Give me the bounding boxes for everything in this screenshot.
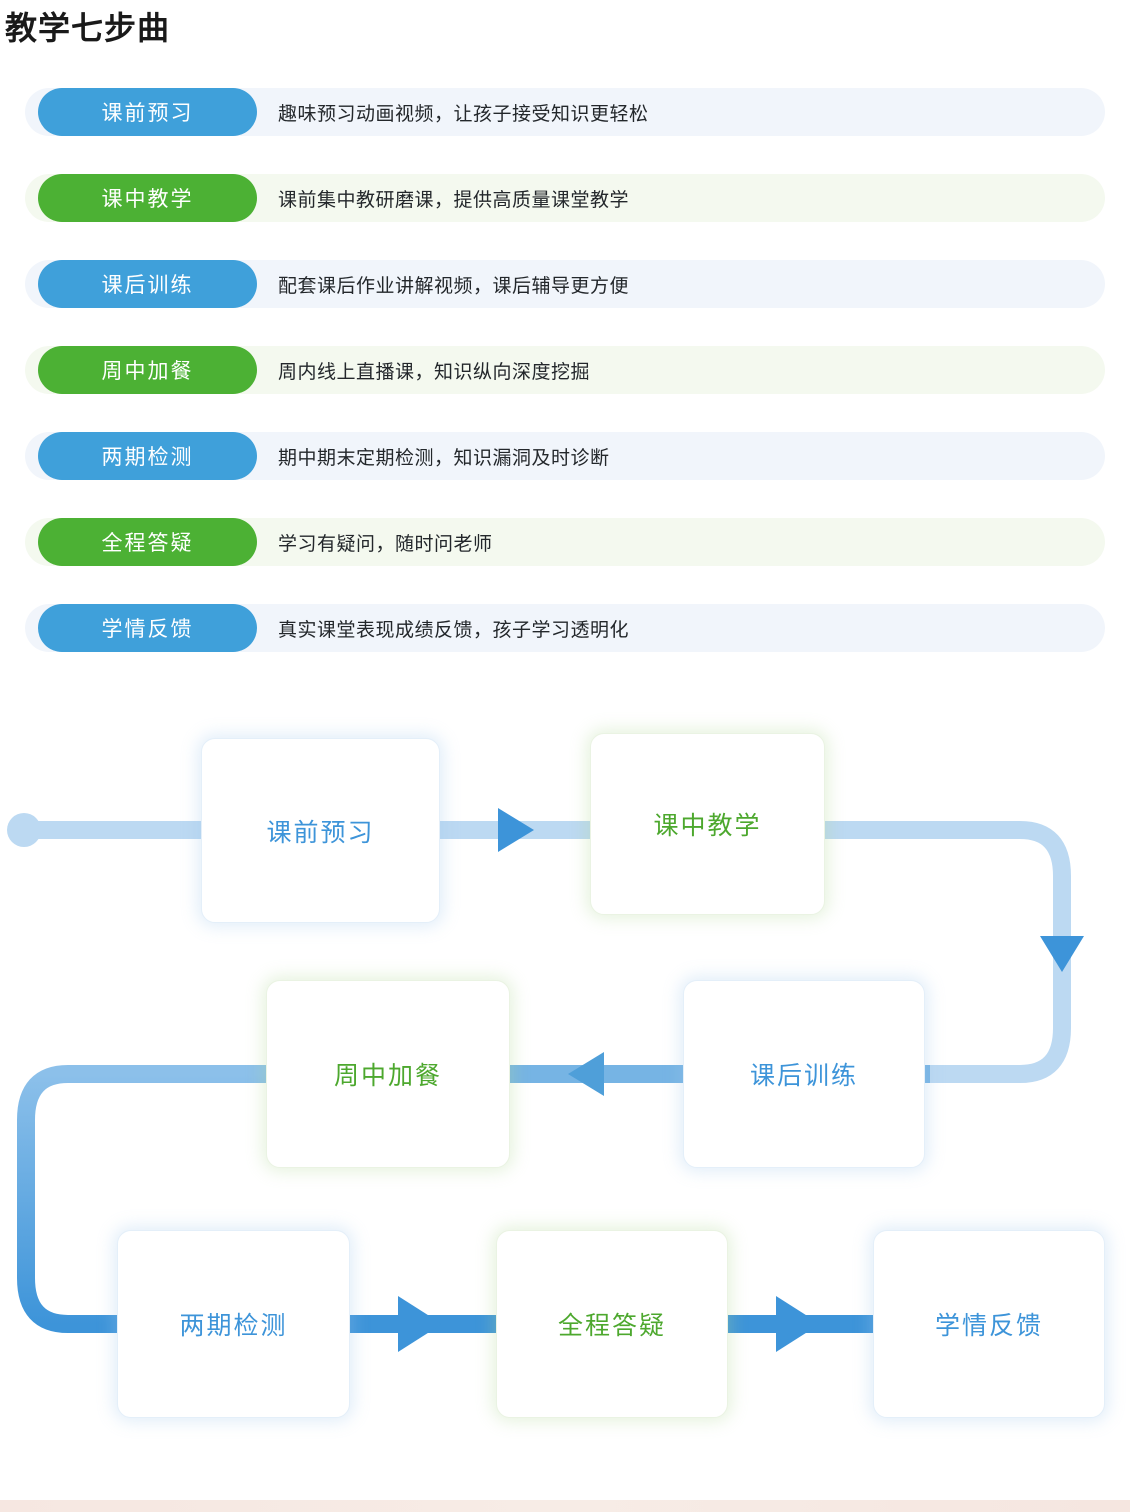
step-row: 两期检测 期中期末定期检测，知识漏洞及时诊断 — [25, 432, 1105, 480]
arrowhead-down-right — [1040, 936, 1084, 972]
step-row: 课后训练 配套课后作业讲解视频，课后辅导更方便 — [25, 260, 1105, 308]
step-row: 课中教学 课前集中教研磨课，提供高质量课堂教学 — [25, 174, 1105, 222]
step-pill: 周中加餐 — [38, 346, 257, 394]
arrowhead-right-row1 — [498, 808, 534, 852]
flow-node-3[interactable]: 课后训练 — [683, 980, 925, 1168]
flow-node-2[interactable]: 课中教学 — [590, 733, 825, 915]
step-pill: 学情反馈 — [38, 604, 257, 652]
flow-node-1[interactable]: 课前预习 — [201, 738, 440, 923]
step-row: 学情反馈 真实课堂表现成绩反馈，孩子学习透明化 — [25, 604, 1105, 652]
connector-left-hook — [17, 1065, 300, 1333]
step-pill: 课中教学 — [38, 174, 257, 222]
flow-node-4[interactable]: 周中加餐 — [266, 980, 510, 1168]
arrowhead-right-row3-a — [398, 1296, 442, 1352]
step-row: 周中加餐 周内线上直播课，知识纵向深度挖掘 — [25, 346, 1105, 394]
step-description: 周内线上直播课，知识纵向深度挖掘 — [278, 361, 591, 383]
step-row: 全程答疑 学习有疑问，随时问老师 — [25, 518, 1105, 566]
arrowhead-left-row2 — [568, 1052, 604, 1096]
flow-node-5[interactable]: 两期检测 — [117, 1230, 350, 1418]
steps-list: 课前预习 趣味预习动画视频，让孩子接受知识更轻松 课中教学 课前集中教研磨课，提… — [25, 88, 1105, 690]
step-description: 学习有疑问，随时问老师 — [278, 533, 493, 555]
step-pill: 课后训练 — [38, 260, 257, 308]
step-description: 配套课后作业讲解视频，课后辅导更方便 — [278, 275, 630, 297]
flow-node-7[interactable]: 学情反馈 — [873, 1230, 1105, 1418]
step-row: 课前预习 趣味预习动画视频，让孩子接受知识更轻松 — [25, 88, 1105, 136]
step-description: 真实课堂表现成绩反馈，孩子学习透明化 — [278, 619, 630, 641]
arrowhead-right-row3-b — [776, 1296, 820, 1352]
step-pill: 两期检测 — [38, 432, 257, 480]
flow-diagram: 课前预习 课中教学 课后训练 周中加餐 两期检测 全程答疑 学情反馈 — [0, 688, 1130, 1448]
flow-node-6[interactable]: 全程答疑 — [496, 1230, 728, 1418]
step-description: 趣味预习动画视频，让孩子接受知识更轻松 — [278, 103, 649, 125]
step-pill: 课前预习 — [38, 88, 257, 136]
step-description: 课前集中教研磨课，提供高质量课堂教学 — [278, 189, 630, 211]
step-pill: 全程答疑 — [38, 518, 257, 566]
bottom-accent-strip — [0, 1500, 1130, 1512]
step-description: 期中期末定期检测，知识漏洞及时诊断 — [278, 447, 610, 469]
page-title: 教学七步曲 — [5, 10, 171, 46]
